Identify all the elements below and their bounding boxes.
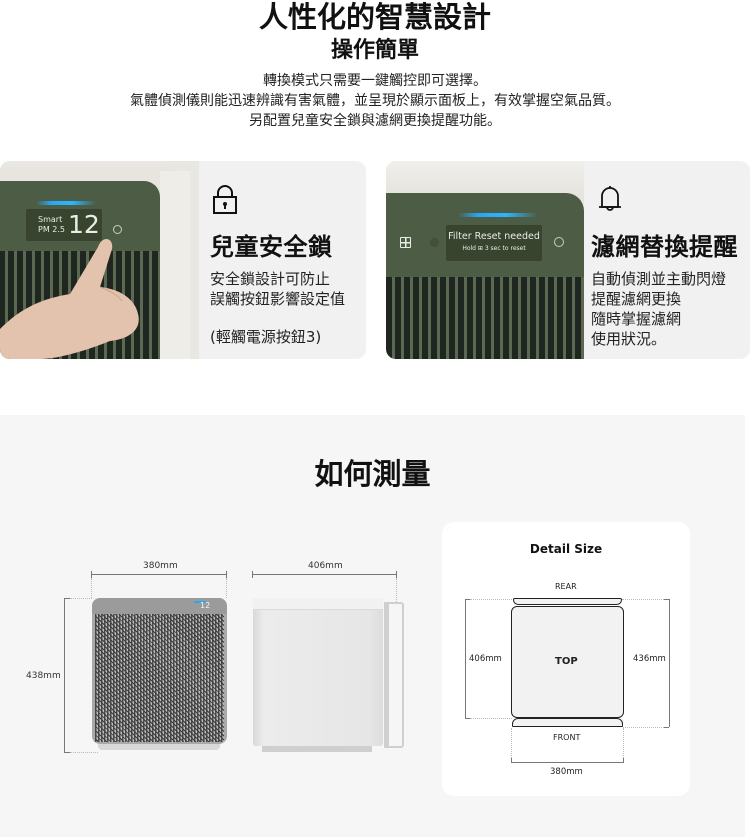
bottom-dim-label: 380mm (550, 767, 583, 777)
front-grille (95, 614, 224, 742)
measure-title: 如何測量 (314, 457, 431, 491)
dim-tick (664, 727, 669, 728)
feature-title: 濾網替換提醒 (591, 233, 738, 261)
bell-icon (599, 186, 621, 211)
dim-tick (226, 571, 227, 578)
side-view-image (253, 598, 383, 746)
front-label: FRONT (553, 733, 581, 742)
bottom-dim-line (511, 762, 624, 763)
front-band (512, 718, 623, 727)
dim-tick (623, 758, 624, 763)
guide-line (622, 599, 664, 600)
front-width-label: 380mm (143, 561, 178, 571)
guide-line (70, 752, 98, 753)
description-line: 另配置兒童安全鎖與濾網更換提醒功能。 (249, 113, 501, 129)
front-display-value: 12 (200, 601, 211, 610)
top-view-body (511, 606, 624, 718)
body-line: 安全鎖設計可防止 (210, 270, 331, 288)
rear-band (513, 598, 622, 605)
guide-line (470, 718, 512, 719)
display-label-pm: PM 2.5 (38, 225, 65, 234)
guide-line (396, 578, 397, 602)
guide-line (511, 728, 512, 762)
side-handle (384, 602, 404, 748)
description-line: 氣體偵測儀則能迅速辨識有害氣體，並呈現於顯示面板上，有效掌握空氣品質。 (130, 93, 620, 109)
sensor-dot (430, 238, 439, 247)
status-light (458, 213, 538, 217)
body-line: 隨時掌握濾網 (591, 310, 682, 328)
display-label-smart: Smart (38, 215, 63, 224)
left-dim-line (465, 599, 466, 718)
display-line-1: Filter Reset needed (448, 231, 540, 242)
dim-tick (465, 599, 470, 600)
lock-icon (213, 185, 237, 214)
height-label: 438mm (26, 671, 61, 681)
feature-body: 安全鎖設計可防止 誤觸按鈕影響設定值 (210, 269, 345, 309)
side-top-band (253, 598, 383, 610)
body-line: 自動偵測並主動閃燈 (591, 270, 727, 288)
status-light (194, 601, 206, 603)
section-subtitle: 操作簡單 (330, 38, 419, 63)
power-icon (554, 237, 564, 247)
guide-line (91, 578, 92, 598)
dim-tick (64, 598, 70, 599)
body-line: 使用狀況。 (591, 330, 667, 348)
side-feet (262, 746, 372, 752)
purifier-edge (160, 171, 190, 359)
rear-label: REAR (555, 582, 577, 591)
dim-tick (252, 571, 253, 578)
vent-grille (386, 277, 584, 359)
hero-description: 轉換模式只需要一鍵觸控即可選擇。 氣體偵測儀則能迅速辨識有害氣體，並呈現於顯示面… (0, 71, 750, 131)
front-view-image: 12 (92, 598, 227, 744)
detail-title: Detail Size (529, 542, 603, 556)
body-line: 誤觸按鈕影響設定值 (210, 290, 346, 308)
guide-line (226, 578, 227, 598)
top-label: TOP (555, 656, 578, 667)
dim-tick (64, 752, 70, 753)
filter-reminder-photo: Filter Reset needed Hold ⊞ 3 sec to rese… (386, 161, 584, 359)
guide-line (70, 598, 92, 599)
dim-tick (664, 599, 669, 600)
display-screen: Filter Reset needed Hold ⊞ 3 sec to rese… (446, 225, 542, 261)
body-line: 提醒濾網更換 (591, 290, 682, 308)
display-line-2: Hold ⊞ 3 sec to reset (462, 245, 526, 252)
hand-image (0, 238, 139, 359)
right-dim-line (669, 599, 670, 727)
side-depth-line (252, 574, 397, 575)
dim-tick (91, 571, 92, 578)
page-title: 人性化的智慧設計 (258, 0, 491, 34)
guide-line (470, 599, 514, 600)
child-lock-photo: Smart PM 2.5 12 (0, 161, 199, 359)
left-dim-label: 406mm (469, 654, 502, 664)
feature-card-filter-reminder: Filter Reset needed Hold ⊞ 3 sec to rese… (386, 161, 750, 359)
display-screen: Smart PM 2.5 12 (26, 209, 102, 241)
mode-icon (400, 237, 411, 248)
front-top-panel (92, 598, 227, 614)
detail-size-card: Detail Size REAR 406mm 436mm TOP FRONT 3… (442, 522, 690, 796)
description-line: 轉換模式只需要一鍵觸控即可選擇。 (263, 73, 487, 89)
right-dim-label: 436mm (633, 654, 666, 664)
front-width-line (91, 574, 227, 575)
guide-line (623, 728, 624, 762)
feature-title: 兒童安全鎖 (210, 233, 333, 261)
display-value: 12 (68, 210, 100, 239)
measure-section: 如何測量 380mm 438mm 12 406mm Detail Size RE… (0, 415, 745, 837)
dim-tick (396, 571, 397, 578)
feature-card-child-lock: Smart PM 2.5 12 兒童安全鎖 安全鎖設計可防止 誤觸按鈕影響設定值… (0, 161, 366, 359)
guide-line (623, 727, 664, 728)
feature-note: (輕觸電源按鈕3) (210, 328, 322, 346)
height-line (64, 598, 65, 752)
status-light (36, 201, 96, 205)
front-feet (98, 744, 220, 750)
dim-tick (511, 758, 512, 763)
dim-tick (465, 718, 470, 719)
feature-body: 自動偵測並主動閃燈 提醒濾網更換 隨時掌握濾網 使用狀況。 (591, 269, 726, 349)
side-depth-label: 406mm (308, 561, 343, 571)
power-icon (113, 225, 122, 234)
